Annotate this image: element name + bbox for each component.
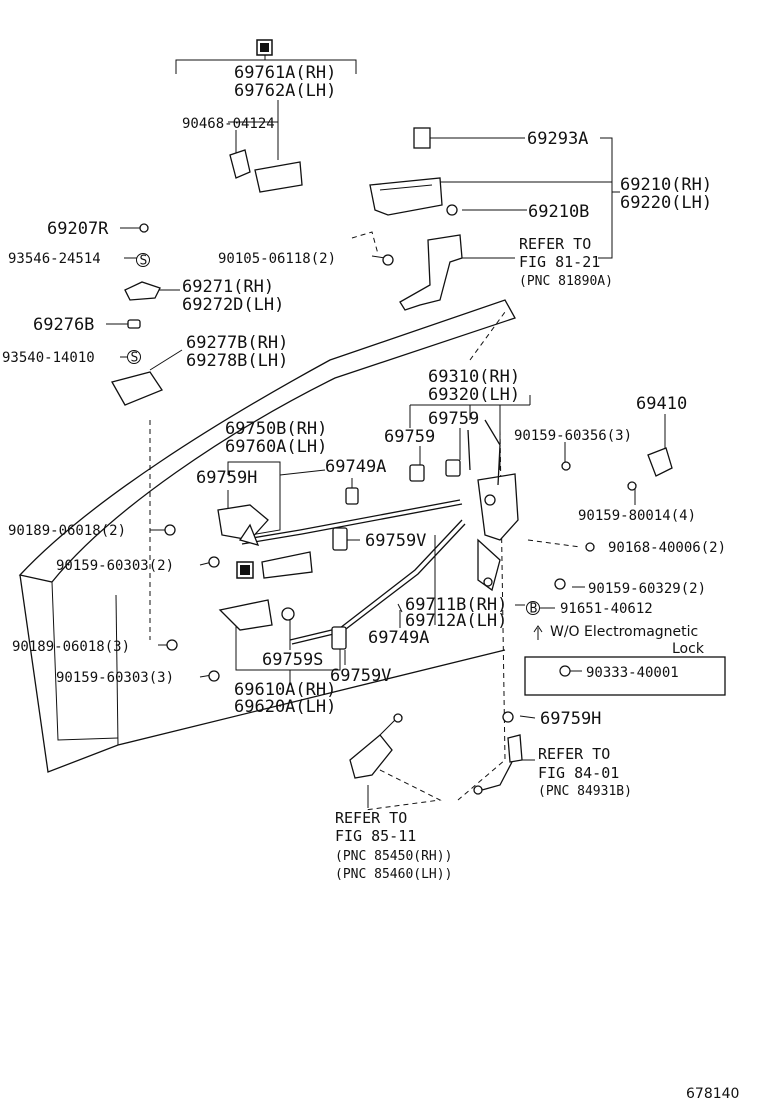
label-90159-60329: 90159-60329(2) bbox=[588, 581, 706, 597]
outside-handle bbox=[369, 127, 458, 216]
inside-handles bbox=[217, 504, 313, 631]
svg-text:S: S bbox=[131, 351, 139, 366]
label-ref2-c: (PNC 84931B) bbox=[538, 784, 632, 799]
variant-box bbox=[524, 625, 726, 696]
label-69620a: 69620A(LH) bbox=[234, 697, 336, 717]
striker bbox=[554, 447, 673, 590]
label-69759h-bot: 69759H bbox=[540, 709, 601, 729]
washer-icon: S bbox=[136, 253, 150, 269]
label-ref2-b: FIG 84-01 bbox=[538, 764, 619, 782]
label-wo-electromagnetic: W/O Electromagnetic bbox=[550, 624, 698, 640]
label-69750b: 69750B(RH) bbox=[225, 419, 327, 439]
label-90189-2: 90189-06018(2) bbox=[8, 523, 126, 539]
rods bbox=[239, 499, 466, 645]
clips bbox=[164, 459, 461, 682]
label-69749a-top: 69749A bbox=[325, 457, 386, 477]
rivet-icon: B bbox=[526, 601, 540, 617]
label-69760a: 69760A(LH) bbox=[225, 437, 327, 457]
label-90159-60356: 90159-60356(3) bbox=[514, 428, 632, 444]
label-69207r: 69207R bbox=[47, 219, 109, 239]
label-90159-60303-3: 90159-60303(3) bbox=[56, 670, 174, 686]
label-90105: 90105-06118(2) bbox=[218, 251, 336, 267]
svg-text:B: B bbox=[530, 602, 538, 617]
label-69220lh: 69220(LH) bbox=[620, 193, 712, 213]
label-69277b: 69277B(RH) bbox=[186, 333, 288, 353]
label-69712a: 69712A(LH) bbox=[405, 611, 507, 631]
label-69759s: 69759S bbox=[262, 650, 323, 670]
label-ref1-c: (PNC 81890A) bbox=[519, 274, 613, 289]
label-69759-top: 69759 bbox=[428, 409, 479, 429]
control-link bbox=[399, 234, 463, 311]
washer-icon-2: S bbox=[127, 350, 141, 366]
kit-marker-icon-2 bbox=[236, 561, 254, 579]
actuators bbox=[349, 711, 523, 795]
label-90168: 90168-40006(2) bbox=[608, 540, 726, 556]
lock-cylinder-cover bbox=[229, 149, 303, 193]
leader-lines bbox=[106, 55, 666, 811]
label-ref3-c: (PNC 85450(RH)) bbox=[335, 849, 452, 864]
label-90468: 90468-04124 bbox=[182, 116, 275, 132]
label-69759-left: 69759 bbox=[384, 427, 435, 447]
label-90333: 90333-40001 bbox=[586, 665, 679, 681]
label-90159-80014: 90159-80014(4) bbox=[578, 508, 696, 524]
label-69759h-top: 69759H bbox=[196, 468, 257, 488]
label-69761a: 69761A(RH) bbox=[234, 63, 336, 83]
label-69320: 69320(LH) bbox=[428, 385, 520, 405]
label-69759v-top: 69759V bbox=[365, 531, 426, 551]
label-69610a: 69610A(RH) bbox=[234, 680, 336, 700]
label-lock: Lock bbox=[672, 641, 705, 657]
label-69210rh: 69210(RH) bbox=[620, 175, 712, 195]
figure-id: 678140 bbox=[686, 1086, 739, 1102]
label-69749a-bot: 69749A bbox=[368, 628, 429, 648]
label-90189-3: 90189-06018(3) bbox=[12, 639, 130, 655]
part-labels: 69761A(RH) 69762A(LH) 90468-04124 69293A… bbox=[2, 63, 739, 1102]
label-69293a: 69293A bbox=[527, 129, 588, 149]
label-69272d: 69272D(LH) bbox=[182, 295, 284, 315]
label-69210b: 69210B bbox=[528, 202, 589, 222]
label-69762a: 69762A(LH) bbox=[234, 81, 336, 101]
label-ref3-b: FIG 85-11 bbox=[335, 827, 416, 845]
label-ref3-d: (PNC 85460(LH)) bbox=[335, 867, 452, 882]
label-93540: 93540-14010 bbox=[2, 350, 95, 366]
label-93546: 93546-24514 bbox=[8, 251, 101, 267]
kit-marker-icon bbox=[256, 39, 273, 56]
label-ref1-a: REFER TO bbox=[519, 235, 591, 253]
label-ref2-a: REFER TO bbox=[538, 745, 610, 763]
door-lock-assembly bbox=[467, 419, 519, 592]
label-69310: 69310(RH) bbox=[428, 367, 520, 387]
label-90159-60303-2: 90159-60303(2) bbox=[56, 558, 174, 574]
label-69276b: 69276B bbox=[33, 315, 94, 335]
label-91651: 91651-40612 bbox=[560, 601, 653, 617]
label-69271: 69271(RH) bbox=[182, 277, 274, 297]
label-ref1-b: FIG 81-21 bbox=[519, 253, 600, 271]
label-69711b: 69711B(RH) bbox=[405, 595, 507, 615]
label-69278b: 69278B(LH) bbox=[186, 351, 288, 371]
svg-text:S: S bbox=[140, 254, 148, 269]
label-69759v-bot: 69759V bbox=[330, 666, 391, 686]
label-ref3-a: REFER TO bbox=[335, 809, 407, 827]
label-69410: 69410 bbox=[636, 394, 687, 414]
